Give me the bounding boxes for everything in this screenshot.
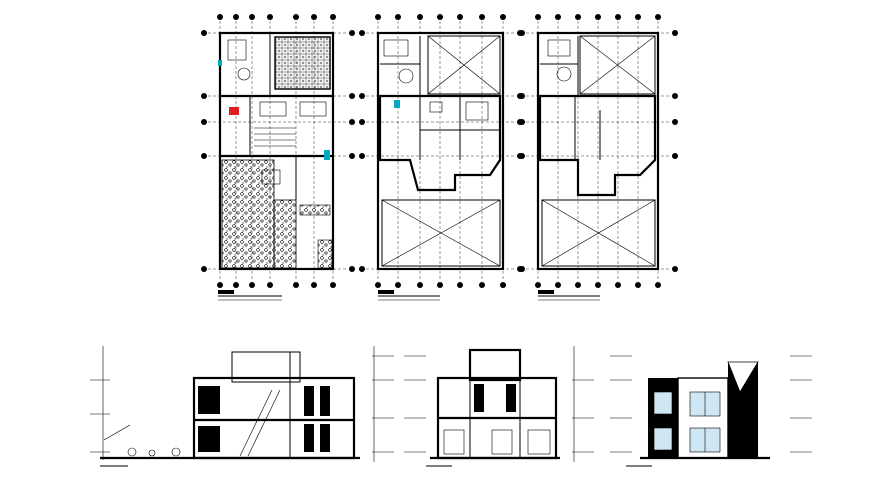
grid-bubble [535, 14, 541, 20]
grid-bubble [519, 119, 525, 125]
grid-bubble [233, 14, 239, 20]
grid-bubble [349, 153, 355, 159]
grid-bubble [359, 266, 365, 272]
grid-bubble [655, 14, 661, 20]
grid-bubble [479, 282, 485, 288]
grid-bubble [293, 282, 299, 288]
grid-bubble [437, 14, 443, 20]
grid-bubble [437, 282, 443, 288]
grid-bubble [359, 93, 365, 99]
grid-bubble [457, 282, 463, 288]
grid-bubble [349, 119, 355, 125]
first-floor-plan [359, 14, 523, 301]
grid-bubble [635, 14, 641, 20]
grid-bubble [672, 93, 678, 99]
grid-bubble [555, 14, 561, 20]
grid-bubble [500, 14, 506, 20]
grid-bubble [519, 30, 525, 36]
grid-bubble [311, 282, 317, 288]
plan-grid-bubbles [359, 14, 523, 288]
front-elevation-drawing [610, 355, 812, 467]
grid-bubble [267, 14, 273, 20]
grid-bubble [359, 153, 365, 159]
grid-bubble [595, 282, 601, 288]
grid-bubble [655, 282, 661, 288]
grid-bubble [349, 30, 355, 36]
grid-bubble [479, 14, 485, 20]
ground-floor-plan [201, 14, 355, 301]
grid-bubble [595, 14, 601, 20]
grid-bubble [375, 14, 381, 20]
grid-bubble [672, 30, 678, 36]
section-a-drawing [90, 346, 394, 467]
grid-bubble [615, 14, 621, 20]
grid-bubble [555, 282, 561, 288]
grid-bubble [535, 282, 541, 288]
grid-bubble [672, 153, 678, 159]
grid-bubble [217, 282, 223, 288]
grid-bubble [217, 14, 223, 20]
grid-bubble [395, 282, 401, 288]
second-floor-plan [519, 14, 678, 301]
grid-bubble [519, 153, 525, 159]
grid-bubble [233, 282, 239, 288]
grid-bubble [395, 14, 401, 20]
grid-bubble [311, 14, 317, 20]
grid-bubble [375, 282, 381, 288]
grid-bubble [500, 282, 506, 288]
grid-bubble [249, 282, 255, 288]
grid-bubble [267, 282, 273, 288]
grid-bubble [635, 282, 641, 288]
grid-bubble [615, 282, 621, 288]
grid-bubble [672, 266, 678, 272]
grid-bubble [575, 282, 581, 288]
grid-bubble [672, 119, 678, 125]
grid-bubble [249, 14, 255, 20]
grid-bubble [201, 266, 207, 272]
grid-bubble [293, 14, 299, 20]
plan-grid-bubbles [519, 14, 678, 288]
grid-bubble [330, 14, 336, 20]
grid-bubble [201, 153, 207, 159]
grid-bubble [457, 14, 463, 20]
grid-bubble [417, 14, 423, 20]
grid-bubble [349, 266, 355, 272]
grid-bubble [417, 282, 423, 288]
section-b-drawing [404, 346, 594, 467]
grid-bubble [201, 119, 207, 125]
grid-bubble [349, 93, 355, 99]
grid-bubble [519, 266, 525, 272]
grid-bubble [330, 282, 336, 288]
grid-bubble [359, 119, 365, 125]
grid-bubble [201, 93, 207, 99]
grid-bubble [359, 30, 365, 36]
grid-bubble [201, 30, 207, 36]
grid-bubble [519, 93, 525, 99]
grid-bubble [575, 14, 581, 20]
